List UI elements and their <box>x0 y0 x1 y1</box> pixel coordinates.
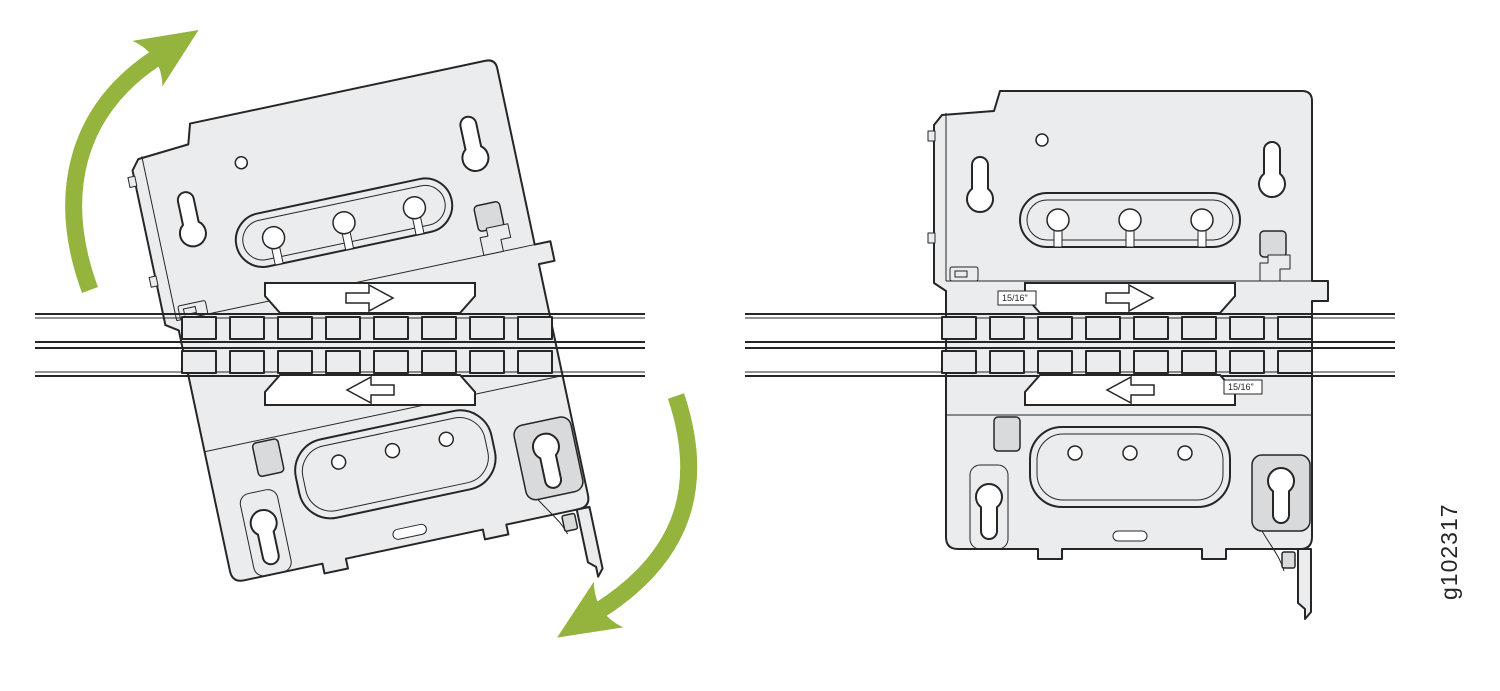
panel-right-seated: 15/16" 15/16" <box>745 91 1395 619</box>
measurement-box-bottom <box>1223 379 1263 395</box>
measurement-label-top: 15/16" <box>1002 293 1028 303</box>
rotation-arrow-top-icon <box>65 29 199 293</box>
graphic-id-label: g102317 <box>1436 503 1462 600</box>
measurement-box-top <box>997 290 1037 306</box>
bracket-plate-seated <box>928 91 1328 619</box>
measurement-label-bottom: 15/16" <box>1228 382 1254 392</box>
rotation-arrow-bottom-icon <box>557 393 698 638</box>
panel-left-tilted <box>35 29 698 655</box>
